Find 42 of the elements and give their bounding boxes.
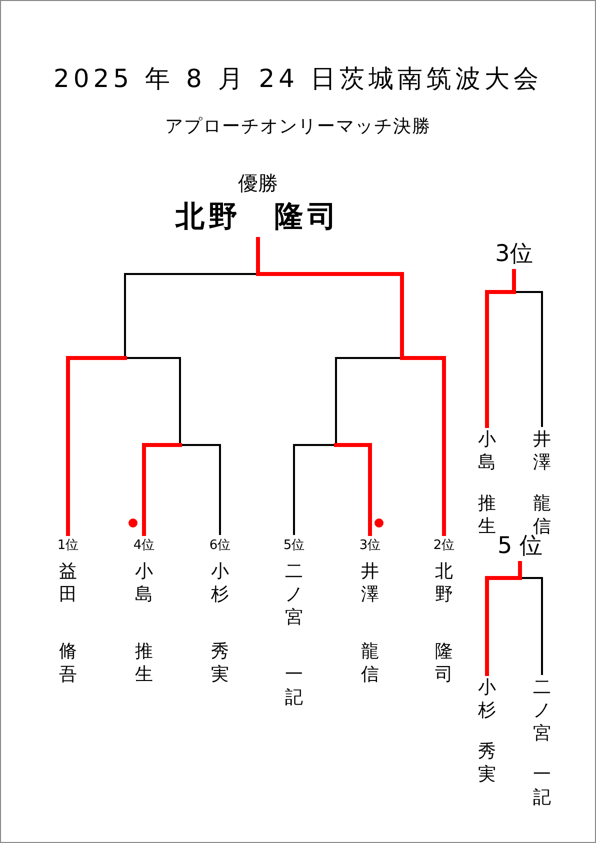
given-name: 脩吾: [58, 640, 78, 686]
subtitle: アプローチオンリーマッチ決勝: [164, 115, 432, 138]
bracket-line: [179, 444, 221, 535]
seed-label: 2位: [432, 537, 456, 554]
seed-label: 4位: [132, 537, 156, 554]
surname: 井澤: [360, 560, 380, 606]
bracket-line: [293, 444, 337, 535]
surname: 小島: [134, 560, 154, 606]
surname: 北野: [434, 560, 454, 606]
seed-label: 1位: [56, 537, 80, 554]
surname: 二ノ宮: [284, 560, 304, 629]
bracket-line: [66, 356, 127, 536]
bracket-line: [335, 357, 403, 446]
seed-label: 5位: [282, 537, 306, 554]
given-name: 一記: [284, 663, 304, 709]
given-name: 推生: [477, 492, 497, 538]
given-name: 秀実: [210, 640, 230, 686]
bracket-line: [124, 273, 259, 359]
given-name: 龍信: [360, 640, 380, 686]
surname: 二ノ宮: [532, 676, 552, 745]
title: 2025 年 8 月 24 日茨城南筑波大会: [52, 63, 544, 95]
given-name: 秀実: [477, 740, 497, 786]
champion-name: 北野 隆司: [174, 198, 342, 235]
given-name: 龍信: [533, 492, 552, 537]
bracket-line: [142, 443, 182, 536]
bracket-line: [400, 356, 446, 536]
seed-label: 3位: [358, 537, 382, 554]
given-name: 隆司: [434, 640, 454, 686]
surname: 小杉: [210, 560, 230, 606]
place-heading: 3位: [474, 238, 554, 269]
bracket-line: [124, 357, 181, 446]
surname: 小島: [477, 428, 497, 474]
given-name: 一記: [532, 763, 552, 809]
champion-heading: 優勝: [237, 170, 279, 197]
surname: 小杉: [477, 676, 497, 722]
given-name: 推生: [134, 640, 154, 686]
seed-label: 6位: [208, 537, 232, 554]
surname: 井澤: [532, 428, 552, 474]
bracket-line: [334, 443, 372, 536]
bracket-line: [513, 291, 543, 427]
surname: 益田: [58, 560, 78, 606]
bracket-line: [519, 577, 543, 675]
